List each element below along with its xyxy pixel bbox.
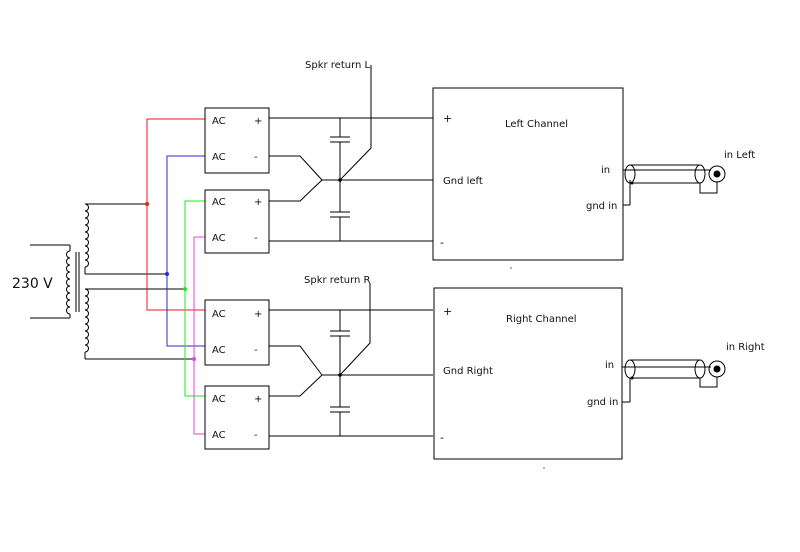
svg-text:+: + <box>254 394 262 405</box>
svg-text:AC: AC <box>212 309 226 320</box>
wire-magenta <box>193 236 205 435</box>
rectifier-3: AC AC + - <box>204 299 270 366</box>
svg-text:AC: AC <box>212 394 226 405</box>
wire-green <box>184 200 205 397</box>
junction-red <box>145 202 149 206</box>
secondary-coil-lower <box>84 288 100 360</box>
input-left-label: in Left <box>724 150 755 161</box>
svg-text:AC: AC <box>212 233 226 244</box>
svg-text:AC: AC <box>212 116 226 127</box>
svg-text:+: + <box>254 116 262 127</box>
left-gnd-label: Gnd left <box>443 176 483 187</box>
right-gnd-label: Gnd Right <box>443 366 493 377</box>
right-channel-amplifier: + Right Channel Gnd Right - in gnd in <box>433 287 623 460</box>
svg-text:gnd in: gnd in <box>586 201 617 212</box>
primary-coil <box>30 244 71 319</box>
left-channel-amplifier: + Left Channel Gnd left - in gnd in <box>432 87 624 261</box>
junction-blue <box>165 272 169 276</box>
svg-text:AC: AC <box>212 152 226 163</box>
transformer-core <box>75 252 80 312</box>
input-right-label: in Right <box>726 342 765 353</box>
svg-text:in: in <box>601 165 610 176</box>
svg-text:+: + <box>443 112 452 125</box>
rectifier-1: AC AC + - <box>204 107 270 174</box>
speaker-return-left-label: Spkr return L <box>305 60 371 71</box>
secondary-coil-upper <box>84 203 100 275</box>
svg-text:AC: AC <box>212 430 226 441</box>
left-supply-rails: Spkr return L <box>269 60 433 242</box>
svg-text:-: - <box>440 236 444 249</box>
svg-text:AC: AC <box>212 345 226 356</box>
left-input-connector: in Left <box>623 150 755 206</box>
right-channel-title: Right Channel <box>506 314 577 325</box>
junction-green <box>183 287 187 291</box>
svg-text:in: in <box>605 360 614 371</box>
svg-text:-: - <box>254 345 258 356</box>
svg-text:+: + <box>254 309 262 320</box>
junction-magenta <box>192 357 196 361</box>
rectifier-2: AC AC + - <box>204 189 270 254</box>
secondary-wiring <box>100 118 205 435</box>
svg-text:-: - <box>440 431 444 444</box>
transformer: 230 V <box>12 203 100 360</box>
wire-red <box>146 118 205 311</box>
svg-text:+: + <box>443 305 452 318</box>
left-channel-title: Left Channel <box>505 119 568 130</box>
right-input-connector: in Right <box>622 342 765 403</box>
primary-voltage-label: 230 V <box>12 276 53 292</box>
svg-text:AC: AC <box>212 197 226 208</box>
speaker-return-right-label: Spkr return R <box>304 275 371 286</box>
rectifier-4: AC AC + - <box>204 385 270 450</box>
wire-blue <box>166 155 205 347</box>
svg-text:-: - <box>254 233 258 244</box>
svg-text:-: - <box>254 430 258 441</box>
svg-text:+: + <box>254 197 262 208</box>
right-supply-rails: Spkr return R <box>269 275 433 437</box>
svg-text:-: - <box>254 152 258 163</box>
svg-text:gnd in: gnd in <box>587 397 618 408</box>
